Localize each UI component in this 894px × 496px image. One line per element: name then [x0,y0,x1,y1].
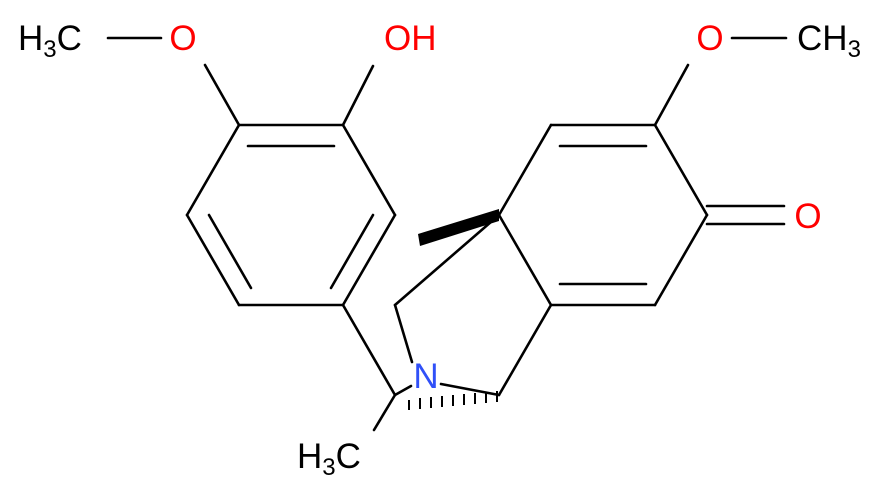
aromatic-ring-left [185,123,397,307]
substituent-bonds [106,36,788,226]
bridge-bonds [341,213,553,432]
bond-inner [207,213,253,290]
bond [497,123,553,217]
bond [341,213,397,307]
bond [341,303,397,397]
amine-nitrogen-label: N [413,357,438,396]
bond [653,123,709,217]
n-methyl-label: H3C [297,437,361,481]
bond [653,63,690,127]
dienone-ring-right [497,123,709,307]
bond [372,393,397,432]
bond [203,63,241,127]
bond [497,303,553,397]
bond [341,123,397,217]
methoxy-right-oxygen-label: O [696,19,723,58]
bond [341,64,375,127]
hashed-wedge-bond [408,391,498,410]
bond [393,213,501,307]
bond [653,213,709,307]
bond [439,382,501,397]
bond [393,384,413,397]
methoxy-left-methyl-label: H3C [18,19,82,63]
bond [393,303,414,364]
bond [185,123,241,217]
bond-inner [329,213,375,290]
hydroxyl-label: OH [384,19,437,58]
wedge-bond [418,209,499,246]
methoxy-left-oxygen-label: O [169,19,196,58]
ketone-oxygen-label: O [794,197,821,236]
methoxy-right-methyl-label: CH3 [797,19,861,63]
bond [497,213,553,307]
bond [185,213,241,307]
